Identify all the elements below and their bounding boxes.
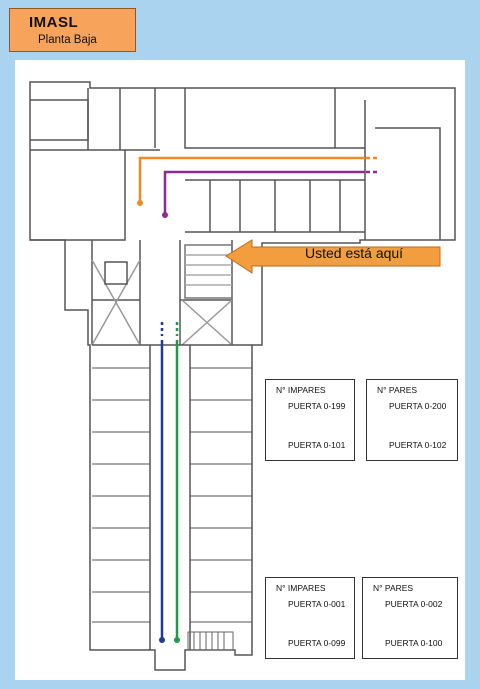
room-dividers (92, 367, 252, 623)
legend-top-door: PUERTA 0-001 (288, 599, 346, 609)
legend-top-door: PUERTA 0-002 (385, 599, 443, 609)
legend-title: N° IMPARES (276, 583, 326, 593)
legend-pares-lower: N° PARES PUERTA 0-002 PUERTA 0-100 (362, 577, 458, 659)
route-lines (138, 156, 378, 640)
legend-impares-lower: N° IMPARES PUERTA 0-001 PUERTA 0-099 (265, 577, 355, 659)
you-are-here-label: Usted está aquí (305, 245, 404, 261)
legend-pares-upper: N° PARES PUERTA 0-200 PUERTA 0-102 (366, 379, 458, 461)
legend-impares-upper: N° IMPARES PUERTA 0-199 PUERTA 0-101 (265, 379, 355, 461)
route-dots (137, 200, 180, 643)
legend-bottom-door: PUERTA 0-101 (288, 440, 346, 450)
stairs-bottom (187, 631, 234, 651)
legend-title: N° PARES (373, 583, 414, 593)
building-title: IMASL (29, 14, 79, 31)
legend-title: N° IMPARES (276, 385, 326, 395)
floor-subtitle: Planta Baja (38, 34, 97, 46)
legend-top-door: PUERTA 0-200 (389, 401, 447, 411)
header-box: IMASL Planta Baja (9, 8, 136, 52)
legend-bottom-door: PUERTA 0-099 (288, 638, 346, 648)
you-are-here-arrow (225, 239, 441, 274)
legend-bottom-door: PUERTA 0-100 (385, 638, 443, 648)
legend-title: N° PARES (377, 385, 418, 395)
legend-top-door: PUERTA 0-199 (288, 401, 346, 411)
building-walls (29, 81, 456, 671)
legend-bottom-door: PUERTA 0-102 (389, 440, 447, 450)
